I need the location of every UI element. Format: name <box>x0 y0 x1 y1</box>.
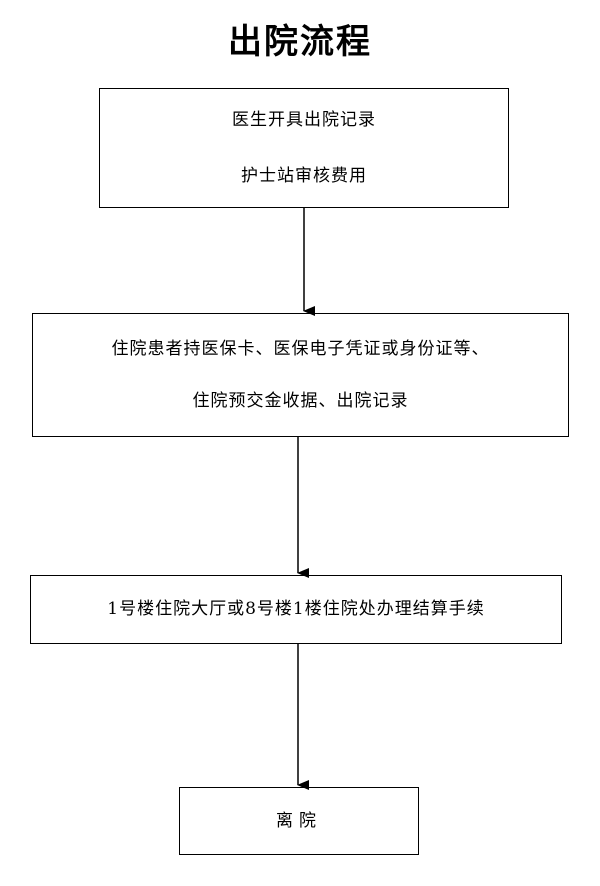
step-line: 护士站审核费用 <box>241 166 367 186</box>
step-line: 住院预交金收据、出院记录 <box>192 391 409 411</box>
step-box-settlement: 1号楼住院大厅或8号楼1楼住院处办理结算手续 <box>30 575 562 644</box>
step-box-discharge: 离院 <box>179 787 419 855</box>
step-line: 1号楼住院大厅或8号楼1楼住院处办理结算手续 <box>107 599 485 620</box>
step-line: 离院 <box>276 810 322 831</box>
step-line: 医生开具出院记录 <box>232 109 376 130</box>
step-box-documents: 住院患者持医保卡、医保电子凭证或身份证等、 住院预交金收据、出院记录 <box>32 313 569 437</box>
step-line: 住院患者持医保卡、医保电子凭证或身份证等、 <box>111 338 490 359</box>
step-box-doctor-record: 医生开具出院记录 护士站审核费用 <box>99 88 509 208</box>
page-title: 出院流程 <box>228 22 372 62</box>
